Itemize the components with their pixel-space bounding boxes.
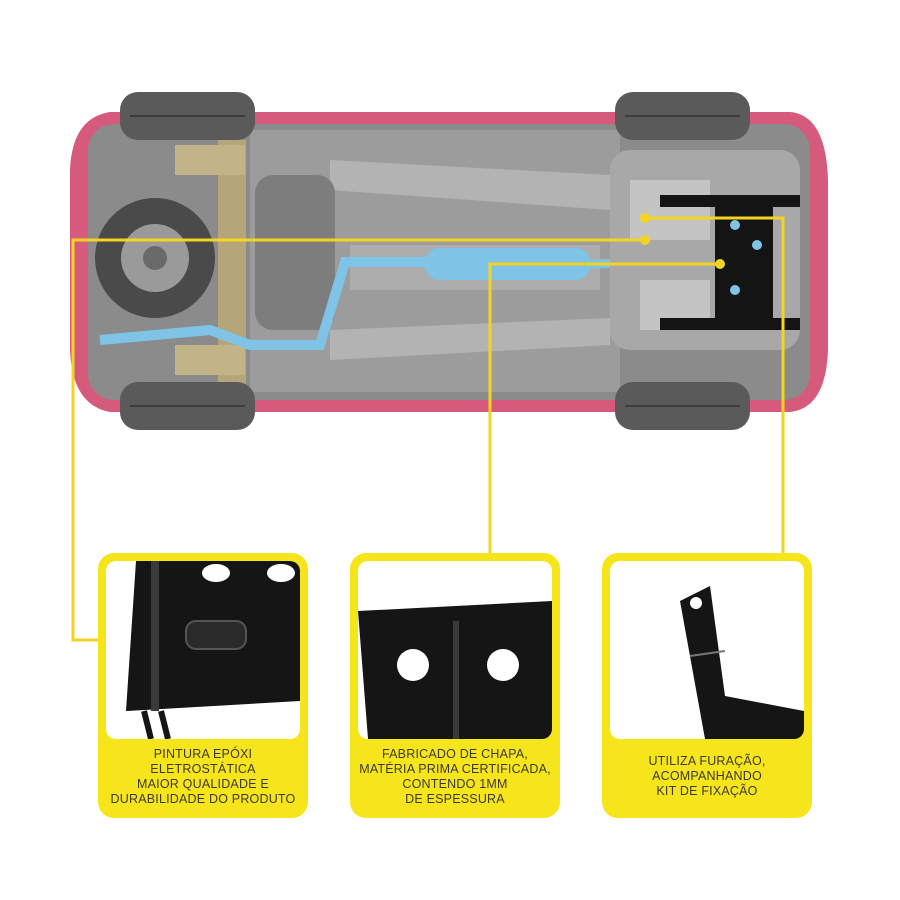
fuel-tank bbox=[255, 175, 335, 330]
holed-sheet-closeup-icon bbox=[358, 561, 552, 739]
feature-caption: UTILIZA FURAÇÃO, ACOMPANHANDO KIT DE FIX… bbox=[648, 754, 766, 798]
feature-card-paint: PINTURA EPÓXI ELETROSTÁTICA MAIOR QUALID… bbox=[98, 553, 308, 818]
feature-caption: FABRICADO DE CHAPA, MATÉRIA PRIMA CERTIF… bbox=[359, 746, 551, 806]
feature-card-material: FABRICADO DE CHAPA, MATÉRIA PRIMA CERTIF… bbox=[350, 553, 560, 818]
bracket-closeup-icon bbox=[610, 561, 804, 739]
muffler bbox=[425, 248, 590, 280]
feature-caption: PINTURA EPÓXI ELETROSTÁTICA MAIOR QUALID… bbox=[110, 746, 296, 806]
feature-card-mounting: UTILIZA FURAÇÃO, ACOMPANHANDO KIT DE FIX… bbox=[602, 553, 812, 818]
painted-sheet-closeup-icon bbox=[106, 561, 300, 739]
car-underside-image bbox=[70, 92, 828, 430]
